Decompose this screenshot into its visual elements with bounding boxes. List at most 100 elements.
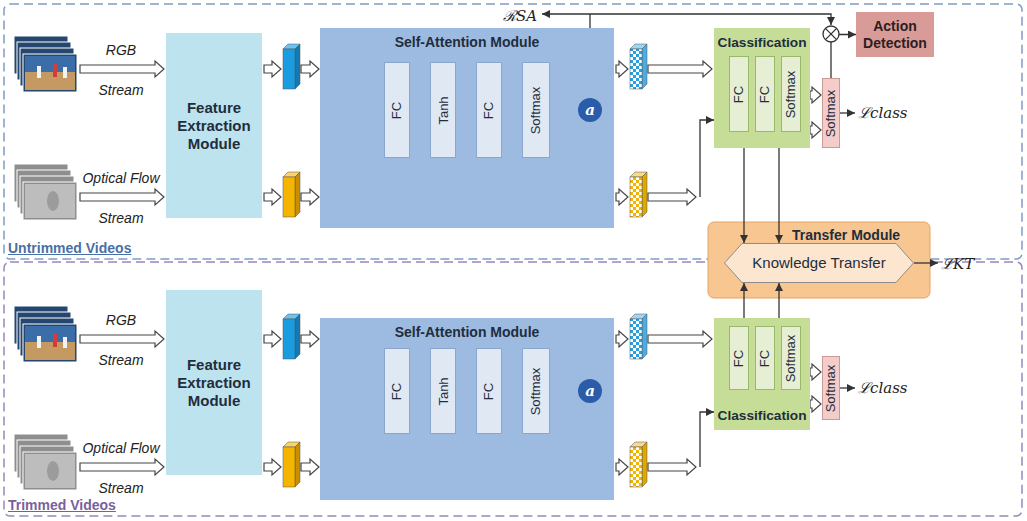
signal-line: [590, 14, 831, 25]
panel-outline: [4, 262, 1022, 516]
module-title: Classification: [718, 408, 807, 423]
feature-vector-side: [295, 172, 300, 217]
block-arrow: [810, 364, 821, 380]
signal-line: [840, 112, 855, 113]
module-panel: [708, 222, 930, 298]
layer-box: FC: [729, 326, 749, 390]
frame-court: [25, 342, 75, 360]
feature-vector: [630, 319, 642, 359]
frame-player: [37, 336, 41, 348]
box-label: Feature Extraction Module: [169, 356, 259, 410]
feature-vector-side: [642, 172, 647, 217]
block-arrow: [616, 61, 628, 77]
block-arrow: [810, 87, 821, 103]
hexagon-shape: [725, 244, 914, 283]
block-arrow: [80, 331, 164, 347]
block-arrow: [616, 331, 628, 347]
feature-vector-side: [642, 44, 647, 89]
loss-label: ℒKT: [941, 253, 974, 273]
block-arrow: [80, 459, 164, 475]
loss-label: ℒclass: [858, 102, 908, 122]
stream-label: RGB: [106, 312, 136, 328]
panel-title: Untrimmed Videos: [8, 240, 131, 256]
block-arrow: [616, 189, 628, 205]
layer-box: FC: [384, 62, 410, 158]
loss-label: ℒclass: [858, 377, 908, 397]
attention-symbol: a: [585, 384, 595, 399]
frame-player: [63, 337, 67, 348]
feature-vector: [283, 49, 295, 89]
signal-line: [542, 13, 590, 14]
layer-label: Softmax: [530, 367, 543, 415]
layer-label: FC: [483, 101, 496, 118]
video-frame: [23, 54, 77, 92]
panel-outline: [4, 4, 1022, 259]
layer-box: FC: [729, 56, 749, 132]
layer-box: Tanh: [430, 348, 456, 434]
layer-label: Tanh: [437, 377, 450, 405]
block-arrow: [264, 331, 281, 347]
feature-vector-side: [295, 442, 300, 487]
layer-label: FC: [483, 382, 496, 399]
stream-label: Stream: [98, 352, 143, 368]
connector: [743, 148, 744, 243]
transfer-hexagon: Knowledge Transfer: [724, 243, 914, 283]
block-arrow: [648, 61, 712, 77]
feature-vector-side: [642, 442, 647, 487]
frame-stands: [25, 326, 75, 342]
block-arrow: [648, 189, 696, 205]
module-box: Self-Attention ModuleFCTanhFCSoftmaxa: [320, 28, 614, 228]
feature-vector: [283, 447, 295, 487]
transfer-label: Knowledge Transfer: [752, 254, 885, 272]
softmax-box: Softmax: [822, 356, 840, 420]
signal-line: [914, 262, 938, 263]
layer-box: Softmax: [522, 62, 550, 158]
block-arrow: [301, 331, 319, 347]
feature-vector: [283, 319, 295, 359]
feature-vector-side: [642, 314, 647, 359]
layer-label: FC: [733, 85, 746, 102]
loss-label: ℛSA: [503, 5, 537, 25]
layer-label: FC: [391, 382, 404, 399]
feature-vector-side: [295, 44, 300, 89]
signal-line: [700, 412, 714, 467]
flow-blob: [47, 461, 59, 481]
module-box: Transfer ModuleKnowledge Transfer: [708, 222, 930, 298]
box-label: Feature Extraction Module: [169, 99, 259, 153]
module-title: Self-Attention Module: [395, 324, 540, 340]
layer-label: Softmax: [530, 86, 543, 134]
layer-box: Softmax: [781, 326, 801, 390]
block-arrow: [648, 331, 712, 347]
stream-label: Stream: [98, 210, 143, 226]
frame-stands: [25, 56, 75, 72]
softmax-box: Softmax: [822, 78, 840, 148]
layer-box: FC: [384, 348, 410, 434]
module-box: Feature Extraction Module: [166, 290, 262, 475]
signal-line: [778, 283, 779, 318]
frame-player: [37, 66, 41, 78]
flow-field: [25, 454, 75, 488]
layer-label: Softmax: [825, 89, 838, 137]
layer-box: Softmax: [522, 348, 550, 434]
block-arrow: [810, 122, 821, 138]
module-title: Classification: [718, 35, 807, 50]
block-arrow: [301, 61, 319, 77]
output-box: Action Detection: [856, 12, 934, 57]
stream-label: RGB: [106, 42, 136, 58]
signal-line: [700, 120, 714, 197]
feature-vector: [630, 447, 642, 487]
video-frame: [23, 452, 77, 490]
layer-label: Tanh: [437, 96, 450, 124]
layer-label: Softmax: [825, 364, 838, 412]
layer-box: Softmax: [781, 56, 801, 132]
flow-field: [25, 184, 75, 218]
block-arrow: [80, 61, 164, 77]
panel-title: Trimmed Videos: [8, 497, 116, 513]
feature-vector: [630, 49, 642, 89]
attention-circle: a: [578, 379, 602, 403]
feature-vector: [283, 177, 295, 217]
attention-circle: a: [578, 98, 602, 122]
module-box: Self-Attention ModuleFC Tanh FC Softmax a: [320, 318, 614, 500]
frame-player: [63, 67, 67, 78]
layer-label: FC: [391, 101, 404, 118]
